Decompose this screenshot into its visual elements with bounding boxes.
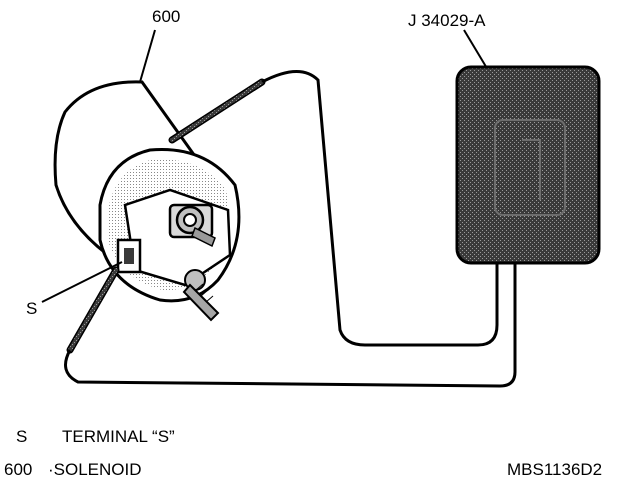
legend-key-s: S (16, 427, 28, 446)
leader-line-tool (463, 29, 489, 71)
upper-test-lead (168, 70, 499, 347)
lower-test-lead (64, 258, 517, 388)
figure-id: MBS1136D2 (507, 460, 603, 479)
upper-stud (168, 203, 216, 248)
callout-j34029a: J 34029-A (408, 11, 486, 30)
lower-stud (182, 269, 220, 322)
leader-line-s (41, 261, 123, 303)
tester-j34029a (455, 65, 601, 265)
callout-600: 600 (152, 7, 181, 26)
legend-key-600: 600 (4, 460, 33, 479)
solenoid (53, 80, 241, 322)
leader-line-600 (139, 29, 156, 83)
terminal-s (116, 238, 142, 274)
legend-text-s: TERMINAL “S” (62, 427, 175, 446)
callout-s: S (26, 299, 38, 318)
legend-text-600: ·SOLENOID (48, 460, 142, 479)
